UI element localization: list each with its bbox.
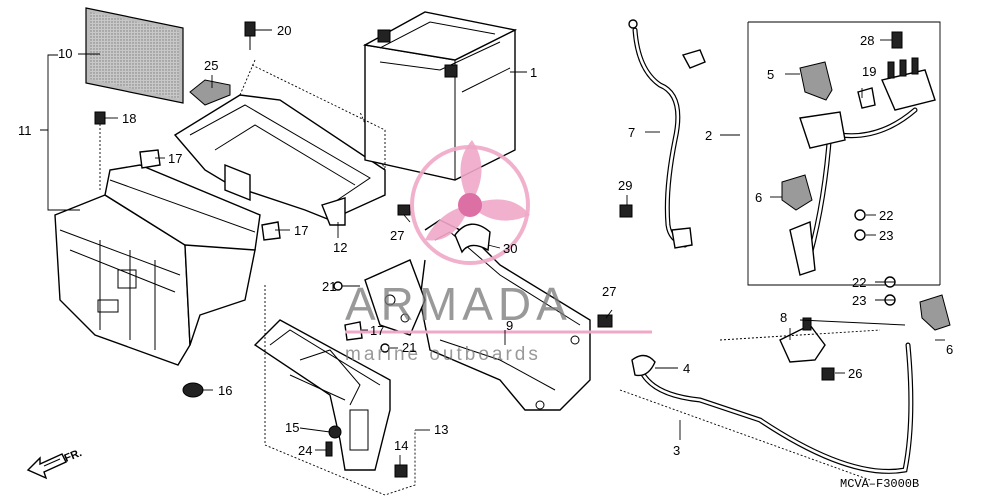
- callout-20: 20: [277, 23, 291, 38]
- harness-2: [747, 21, 941, 286]
- callout-18: 18: [122, 111, 136, 126]
- starter-cable-3: [619, 329, 914, 481]
- callout-10: 10: [58, 46, 72, 61]
- frame-stay-9: [364, 219, 591, 411]
- battery-stay-12: [173, 59, 386, 226]
- callout-7: 7: [628, 125, 635, 140]
- cap-5: [799, 61, 833, 101]
- bolt-18: [94, 111, 106, 190]
- callout-8: 8: [780, 310, 787, 325]
- cap-6-bottom: [919, 294, 951, 331]
- washer-23a: [854, 229, 866, 241]
- starter-relay-8: [779, 317, 906, 363]
- callout-30: 30: [503, 241, 517, 256]
- nut-15: [328, 425, 342, 439]
- callout-11: 11: [18, 123, 32, 138]
- callout-22b: 22: [852, 275, 866, 290]
- cap-4: [631, 354, 656, 377]
- callout-4: 4: [683, 361, 690, 376]
- clip-17a: [139, 149, 161, 169]
- watermark-propeller-icon: [425, 140, 530, 241]
- callout-5: 5: [767, 67, 774, 82]
- clip-25: [189, 79, 231, 106]
- callout-13: 13: [434, 422, 448, 437]
- callout-21b: 21: [402, 340, 416, 355]
- battery-box-11: [54, 164, 261, 366]
- front-arrow: FR.: [26, 447, 84, 480]
- callout-16: 16: [218, 383, 232, 398]
- diagram-code: MCVA–F3000B: [840, 477, 919, 491]
- battery-1: [362, 11, 518, 181]
- callout-17a: 17: [168, 151, 182, 166]
- pin-24: [325, 441, 333, 457]
- leader-lines: [40, 29, 945, 465]
- callout-14: 14: [394, 438, 408, 453]
- callout-19: 19: [862, 64, 876, 79]
- callout-15: 15: [285, 420, 299, 435]
- bolt-14: [394, 464, 408, 478]
- watermark-brand: ARMADA: [345, 278, 572, 330]
- callout-28: 28: [860, 33, 874, 48]
- nut-22a: [854, 209, 866, 221]
- callout-26: 26: [848, 366, 862, 381]
- fuse-28: [891, 31, 903, 49]
- cap-6-top: [781, 174, 813, 211]
- bolt-20: [244, 21, 256, 50]
- callout-27b: 27: [602, 284, 616, 299]
- grommet-16: [182, 382, 204, 398]
- callouts: 10 11 20 25 18 17 17 12 1 27 30 21 17 21…: [18, 23, 953, 458]
- callout-2: 2: [705, 128, 712, 143]
- callout-9: 9: [506, 318, 513, 333]
- bolt-26: [821, 367, 835, 381]
- callout-24: 24: [298, 443, 312, 458]
- callout-6b: 6: [946, 342, 953, 357]
- front-label: FR.: [63, 447, 84, 465]
- bolt-27a: [397, 204, 411, 216]
- callout-25: 25: [204, 58, 218, 73]
- watermark-tagline: marine outboards: [345, 344, 541, 365]
- clamp-30: [454, 223, 491, 254]
- callout-17b: 17: [294, 223, 308, 238]
- callout-12: 12: [333, 240, 347, 255]
- clip-17b: [261, 221, 281, 241]
- callout-21a: 21: [322, 279, 336, 294]
- callout-23b: 23: [852, 293, 866, 308]
- callout-23a: 23: [879, 228, 893, 243]
- callout-6a: 6: [755, 190, 762, 205]
- reference-box-lower: [264, 285, 416, 496]
- callout-22a: 22: [879, 208, 893, 223]
- pad-10: [85, 7, 184, 104]
- callout-29: 29: [618, 178, 632, 193]
- bolt-29: [619, 204, 633, 218]
- callout-17c: 17: [370, 323, 384, 338]
- watermark: ARMADA marine outboards: [345, 140, 652, 365]
- bracket-13: [253, 319, 391, 471]
- reference-box-upper: [251, 64, 386, 170]
- fuse-box-19: [857, 57, 936, 111]
- callout-3: 3: [673, 443, 680, 458]
- bolt-27b: [597, 314, 613, 328]
- callout-1: 1: [530, 65, 537, 80]
- screw-21b: [380, 343, 390, 353]
- callout-27a: 27: [390, 228, 404, 243]
- ground-cable-7: [628, 19, 706, 249]
